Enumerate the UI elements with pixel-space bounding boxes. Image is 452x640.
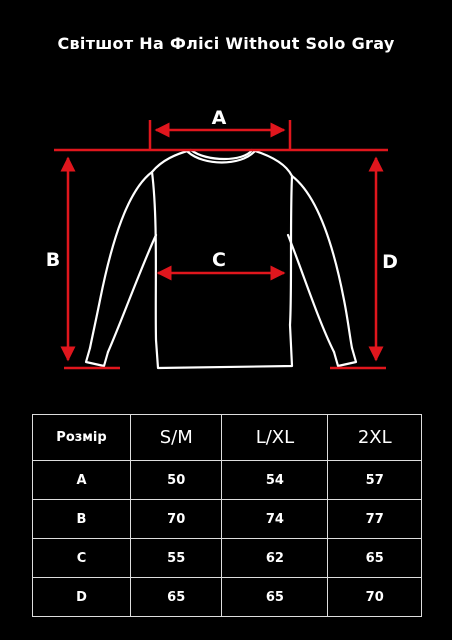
table-cell: 57 xyxy=(327,460,422,500)
header-label: Розмір xyxy=(32,414,131,461)
header-size: S/M xyxy=(129,414,223,461)
table-row: A 50 54 57 xyxy=(32,460,422,500)
row-label: C xyxy=(32,538,131,578)
label-c: C xyxy=(212,249,226,271)
table-cell: 77 xyxy=(327,499,422,539)
table-cell: 65 xyxy=(129,577,223,617)
header-size: L/XL xyxy=(221,414,329,461)
row-label: B xyxy=(32,499,131,539)
table-cell: 62 xyxy=(221,538,329,578)
page-title: Світшот На Флісі Without Solo Gray xyxy=(57,34,395,53)
table-row: D 65 65 70 xyxy=(32,577,422,617)
header-size: 2XL xyxy=(327,414,422,461)
table-cell: 55 xyxy=(129,538,223,578)
row-label: A xyxy=(32,460,131,500)
table-row: B 70 74 77 xyxy=(32,499,422,539)
table-cell: 65 xyxy=(327,538,422,578)
table-header-row: Розмір S/M L/XL 2XL xyxy=(32,414,422,461)
row-label: D xyxy=(32,577,131,617)
table-cell: 54 xyxy=(221,460,329,500)
label-d: D xyxy=(382,251,398,273)
table-cell: 70 xyxy=(129,499,223,539)
table-row: C 55 62 65 xyxy=(32,538,422,578)
size-diagram: A B C D xyxy=(46,107,398,370)
label-a: A xyxy=(212,107,227,129)
table-cell: 50 xyxy=(129,460,223,500)
table-cell: 74 xyxy=(221,499,329,539)
label-b: B xyxy=(46,249,60,271)
table-cell: 65 xyxy=(221,577,329,617)
measurement-lines xyxy=(54,120,388,370)
size-table: Розмір S/M L/XL 2XL A 50 54 57 B 70 74 7… xyxy=(32,414,422,617)
table-cell: 70 xyxy=(327,577,422,617)
